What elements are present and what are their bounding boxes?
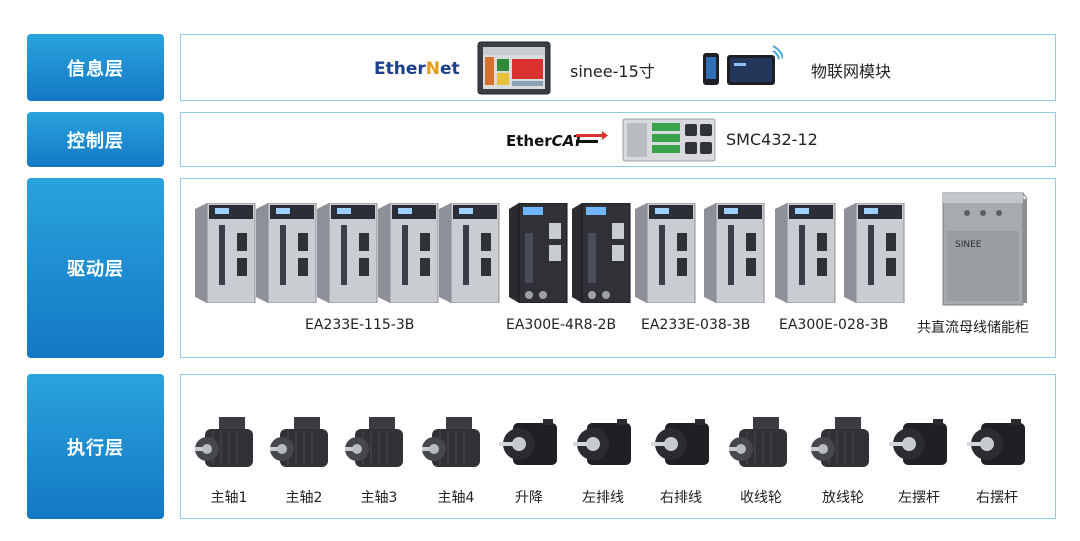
exec-layer-panel: 主轴1 主轴2 主轴3 主轴4 升降 左排线 右排线 收线轮 放线轮 左摆杆 右…: [180, 374, 1056, 519]
layer-label-exec: 执行层: [27, 374, 164, 519]
motor-label: 主轴2: [285, 490, 323, 506]
iot-module-icon: [703, 45, 783, 85]
hmi-screen-icon: [477, 41, 551, 95]
motion-controller-icon: [622, 118, 716, 162]
energy-storage-cabinet-icon: SINEE: [942, 192, 1028, 306]
servo-drive-icon: [439, 203, 500, 303]
motor-label: 右排线: [660, 490, 702, 506]
drive-label: EA300E-028-3B: [779, 317, 889, 333]
spindle-motor-icon: [195, 417, 253, 467]
control-layer-panel: EtherCAT SMC432-12: [180, 112, 1056, 167]
cabinet-brand: SINEE: [955, 240, 982, 250]
iot-module-name: 物联网模块: [811, 62, 892, 81]
info-layer-panel: EtherNet sinee-15寸 物联网模块: [180, 34, 1056, 101]
spindle-motor-icon: [729, 417, 787, 467]
drive-label: 共直流母线储能柜: [917, 320, 1029, 336]
servo-motor-icon: [499, 419, 557, 465]
motor-label: 左排线: [582, 490, 624, 506]
servo-drive-black-icon: [572, 203, 631, 303]
motor-label: 放线轮: [822, 490, 864, 506]
drive-label: EA233E-115-3B: [305, 317, 415, 333]
spindle-motor-icon: [270, 417, 328, 467]
spindle-motor-icon: [345, 417, 403, 467]
spindle-motor-icon: [811, 417, 869, 467]
motor-label: 升降: [515, 490, 543, 506]
ethercat-arrow-icon: [576, 131, 608, 143]
ethercat-logo: EtherCAT: [506, 132, 584, 150]
layer-label-drive: 驱动层: [27, 178, 164, 358]
servo-motor-icon: [967, 419, 1025, 465]
hmi-name: sinee-15寸: [570, 62, 655, 81]
motor-label: 主轴1: [210, 490, 248, 506]
drive-label: EA300E-4R8-2B: [506, 317, 617, 333]
servo-motor-icon: [573, 419, 631, 465]
layer-label-control: 控制层: [27, 112, 164, 167]
motor-label: 主轴4: [437, 490, 475, 506]
ethernet-logo: EtherNet: [374, 59, 460, 79]
servo-drive-icon: [844, 203, 905, 303]
servo-drive-icon: [775, 203, 836, 303]
servo-drive-icon: [317, 203, 378, 303]
motor-label: 左摆杆: [898, 490, 940, 506]
servo-drive-black-icon: [509, 203, 568, 303]
motor-label: 收线轮: [740, 490, 782, 506]
layer-label-info: 信息层: [27, 34, 164, 101]
servo-drive-icon: [378, 203, 439, 303]
controller-name: SMC432-12: [726, 130, 818, 149]
drive-layer-panel: SINEE EA233E-115-3B EA300E-4R8-2B EA233E…: [180, 178, 1056, 358]
drive-label: EA233E-038-3B: [641, 317, 751, 333]
servo-drive-icon: [195, 203, 256, 303]
servo-motor-icon: [889, 419, 947, 465]
spindle-motor-icon: [422, 417, 480, 467]
servo-motor-icon: [651, 419, 709, 465]
motor-label: 主轴3: [360, 490, 398, 506]
motor-label: 右摆杆: [976, 490, 1018, 506]
servo-drive-icon: [635, 203, 696, 303]
servo-drive-icon: [256, 203, 317, 303]
servo-drive-icon: [704, 203, 765, 303]
